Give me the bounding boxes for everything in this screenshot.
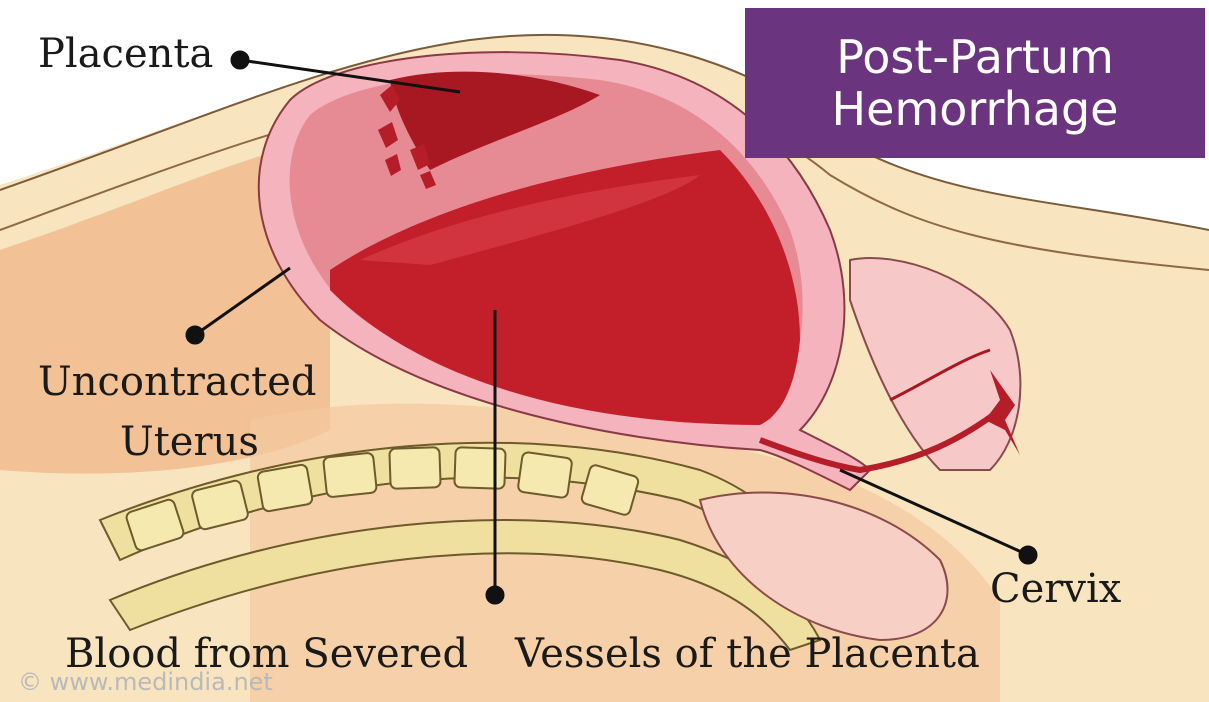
label-cervix: Cervix [990, 567, 1121, 611]
watermark: © www.medindia.net [18, 668, 273, 696]
label-uterus: Uterus [120, 420, 259, 464]
label-vessels-of-placenta: Vessels of the Placenta [515, 632, 980, 676]
title-banner: Post-Partum Hemorrhage [745, 8, 1205, 158]
title-line-2: Hemorrhage [832, 83, 1119, 135]
label-uncontracted: Uncontracted [38, 360, 317, 404]
title-line-1: Post-Partum [836, 31, 1114, 83]
label-placenta: Placenta [38, 32, 213, 76]
